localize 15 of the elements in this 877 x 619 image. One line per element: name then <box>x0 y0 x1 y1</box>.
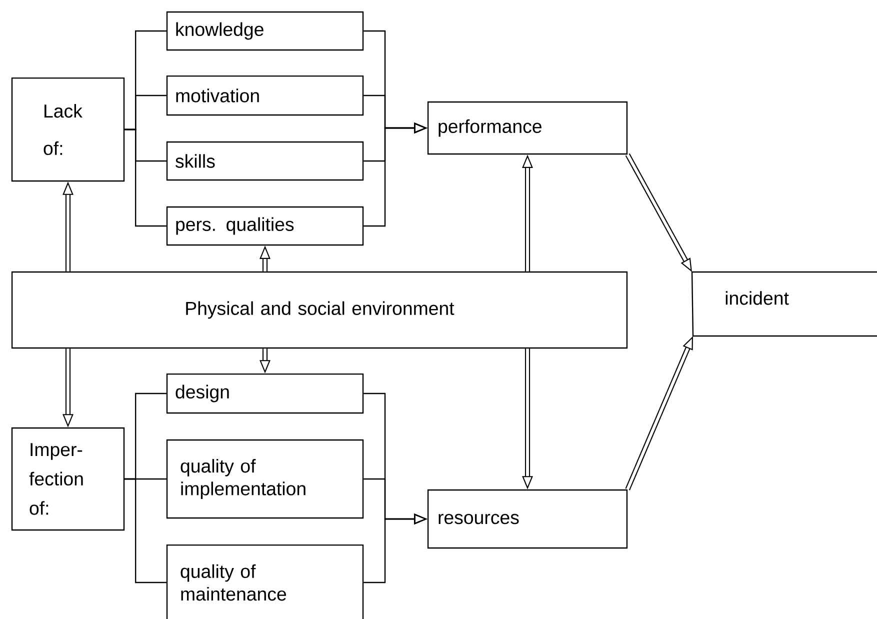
factor-box: skills <box>166 141 364 181</box>
category-box: Lack of: <box>11 77 125 182</box>
environment-box: Physical and social environment <box>11 271 628 349</box>
factor-box: quality of implementation <box>166 439 364 519</box>
outcome-box: resources <box>427 489 628 549</box>
factor-box: knowledge <box>166 11 364 51</box>
factor-box: design <box>166 373 364 414</box>
connector-line <box>124 128 166 227</box>
incident-box: incident <box>691 271 877 337</box>
outcome-box: performance <box>427 101 628 155</box>
category-box: Imper- fection of: <box>11 427 125 531</box>
factor-box: motivation <box>166 75 364 116</box>
factor-box: pers. qualities <box>166 206 364 246</box>
factor-box: quality of maintenance <box>166 544 364 619</box>
connector-line <box>124 478 166 584</box>
